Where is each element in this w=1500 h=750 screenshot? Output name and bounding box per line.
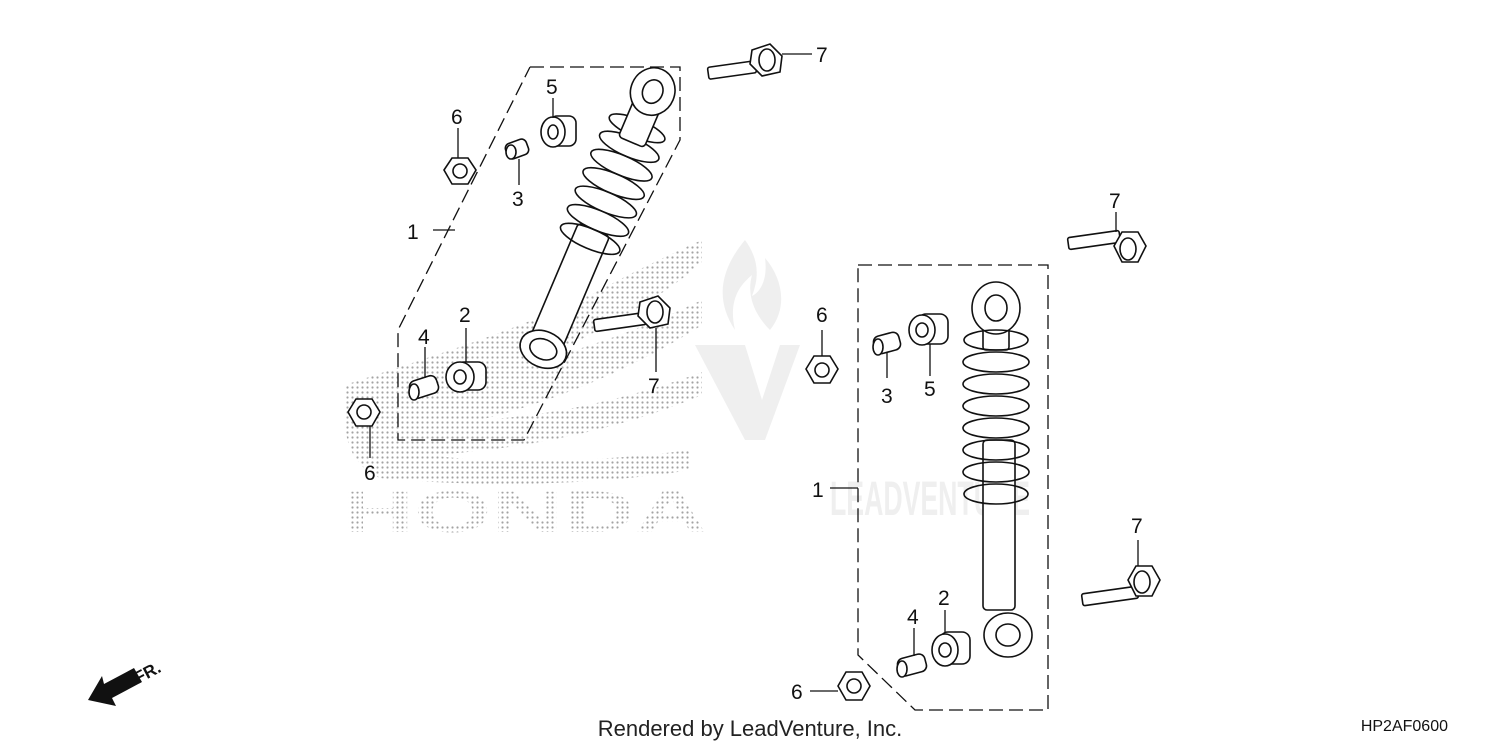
right-nut-6-lower[interactable] xyxy=(837,671,871,701)
left-bushing-2[interactable] xyxy=(445,361,487,393)
left-collar-4[interactable] xyxy=(408,374,440,401)
right-callout-6-lower: 6 xyxy=(791,681,803,704)
right-callout-6-upper: 6 xyxy=(816,304,828,327)
right-callout-3: 3 xyxy=(881,385,893,408)
right-bushing-5[interactable] xyxy=(908,313,949,346)
left-callout-4: 4 xyxy=(418,326,430,349)
left-callout-7-mid: 7 xyxy=(648,375,660,398)
honda-wing-watermark: HONDA xyxy=(342,240,707,545)
right-callout-5: 5 xyxy=(924,378,936,401)
left-nut-6-lower[interactable] xyxy=(347,398,381,427)
left-shock-absorber[interactable] xyxy=(506,57,693,379)
right-kit-outline xyxy=(857,264,1049,711)
left-bolt-7-mid[interactable] xyxy=(592,295,671,333)
right-shock-absorber[interactable] xyxy=(962,281,1033,658)
honda-watermark-text: HONDA xyxy=(342,480,707,545)
left-callout-7-top: 7 xyxy=(816,44,828,67)
front-arrow-icon xyxy=(88,668,142,706)
right-bushing-2[interactable] xyxy=(931,631,971,667)
right-callout-4: 4 xyxy=(907,606,919,629)
front-direction-indicator: FR. xyxy=(88,658,164,706)
left-nut-6-upper[interactable] xyxy=(443,157,477,185)
left-callout-6-upper: 6 xyxy=(451,106,463,129)
right-collar-3[interactable] xyxy=(872,331,902,356)
left-kit-outline xyxy=(397,66,681,441)
left-bolt-7-top[interactable] xyxy=(706,43,783,80)
right-callout-1: 1 xyxy=(812,479,824,502)
left-shock-assembly: 1 2 3 4 5 6 6 7 7 xyxy=(347,43,828,485)
diagram-code: HP2AF0600 xyxy=(1360,718,1448,735)
render-credit: Rendered by LeadVenture, Inc. xyxy=(597,716,903,741)
left-callout-6-lower: 6 xyxy=(364,462,376,485)
left-bushing-5[interactable] xyxy=(540,115,577,148)
left-callout-3: 3 xyxy=(512,188,524,211)
left-callout-5: 5 xyxy=(546,76,558,99)
right-callout-7-top: 7 xyxy=(1109,190,1121,213)
left-callout-2: 2 xyxy=(459,304,471,327)
right-bolt-7-top[interactable] xyxy=(1066,229,1147,263)
right-bolt-7-bottom[interactable] xyxy=(1080,565,1161,607)
right-callout-2: 2 xyxy=(938,587,950,610)
left-callout-1: 1 xyxy=(407,221,419,244)
right-collar-4[interactable] xyxy=(896,653,928,678)
left-collar-3[interactable] xyxy=(504,138,530,161)
right-shock-assembly: 1 2 3 4 5 6 6 7 7 xyxy=(791,190,1161,711)
right-nut-6-upper[interactable] xyxy=(805,355,839,384)
right-leader-lines xyxy=(810,212,1139,692)
leadventure-watermark: LEADVENTURE xyxy=(695,240,1030,526)
left-leader-lines xyxy=(369,53,812,458)
right-callout-7-bottom: 7 xyxy=(1131,515,1143,538)
